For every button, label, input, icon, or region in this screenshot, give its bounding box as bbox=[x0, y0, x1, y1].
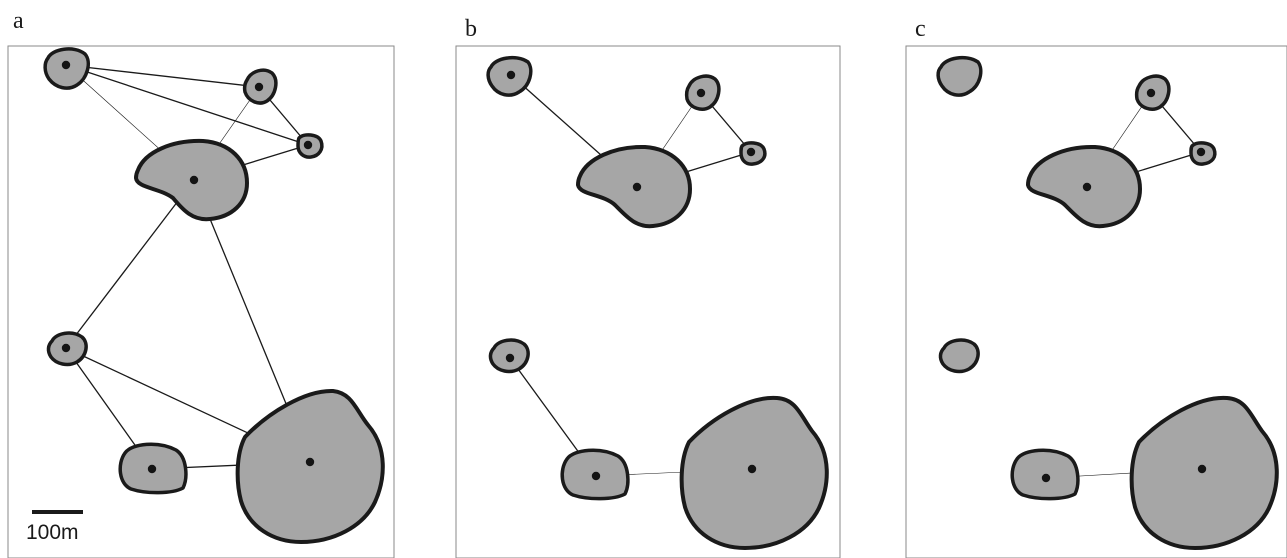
link-p1-p3-a bbox=[65, 64, 309, 146]
centroid-p4-c bbox=[1082, 182, 1092, 192]
centroid-p1-b bbox=[506, 70, 516, 80]
centroid-p3-b bbox=[746, 147, 756, 157]
panel-c: c bbox=[905, 16, 1287, 558]
patches-layer-a bbox=[43, 47, 385, 544]
link-p1-p2-a bbox=[65, 64, 260, 88]
links-layer-b bbox=[509, 74, 753, 477]
centroids-layer-c bbox=[1041, 88, 1207, 483]
panel-b: b bbox=[455, 16, 841, 558]
centroid-p5-a bbox=[61, 343, 71, 353]
centroid-p3-c bbox=[1196, 147, 1206, 157]
centroid-p2-c bbox=[1146, 88, 1156, 98]
centroid-p2-a bbox=[254, 82, 264, 92]
patches-layer-b bbox=[486, 55, 829, 550]
panel-frame-b bbox=[455, 45, 841, 558]
centroids-layer-a bbox=[61, 60, 315, 474]
centroid-p1-a bbox=[61, 60, 71, 70]
centroid-p3-a bbox=[303, 140, 313, 150]
centroid-p6-b bbox=[591, 471, 601, 481]
centroids-layer-b bbox=[505, 70, 757, 481]
centroid-p5-b bbox=[505, 353, 515, 363]
centroid-p7-b bbox=[747, 464, 757, 474]
patches-layer-c bbox=[936, 55, 1279, 550]
centroid-p2-b bbox=[696, 88, 706, 98]
patch-p1-c bbox=[936, 55, 983, 97]
panel-label-c: c bbox=[915, 16, 926, 42]
scale-bar: 100m bbox=[26, 510, 83, 544]
panel-frame-a bbox=[7, 45, 395, 558]
link-p4-p5-a bbox=[65, 179, 195, 349]
patch-p7-c bbox=[1129, 395, 1279, 550]
patch-p5-c bbox=[938, 338, 980, 374]
links-layer-a bbox=[65, 64, 311, 470]
scale-bar-label: 100m bbox=[26, 521, 79, 544]
patch-p7-a bbox=[235, 388, 385, 544]
centroid-p7-a bbox=[305, 457, 315, 467]
patch-p7-b bbox=[679, 395, 829, 550]
centroid-p6-c bbox=[1041, 473, 1051, 483]
centroid-p6-a bbox=[147, 464, 157, 474]
panel-label-a: a bbox=[13, 8, 24, 34]
centroid-p7-c bbox=[1197, 464, 1207, 474]
centroid-p4-a bbox=[189, 175, 199, 185]
panel-frame-c bbox=[905, 45, 1287, 558]
panel-label-b: b bbox=[465, 16, 477, 42]
panel-a: a 100m bbox=[7, 8, 395, 558]
centroid-p4-b bbox=[632, 182, 642, 192]
